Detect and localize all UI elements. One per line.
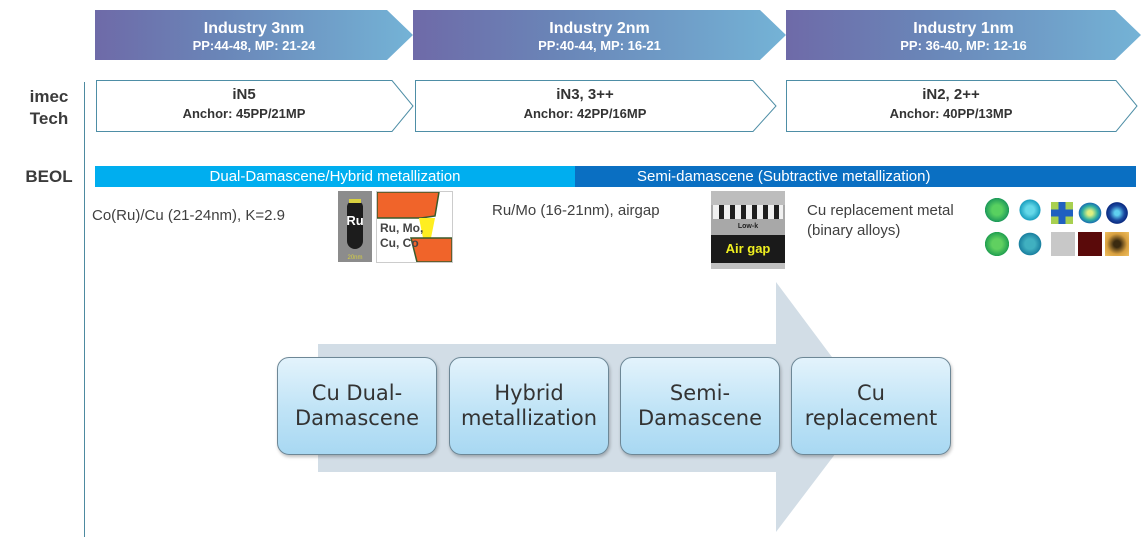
description-line: (binary alloys) — [807, 222, 901, 239]
via-cap — [349, 199, 361, 203]
airgap-region — [711, 235, 785, 263]
imec-node-title: iN3, 3++ — [556, 86, 614, 103]
imec-node-in3: iN3, 3++ Anchor: 42PP/16MP — [415, 80, 777, 132]
description-co-ru-cu: Co(Ru)/Cu (21-24nm), K=2.9 — [92, 206, 285, 226]
row-label-imec-tech: imec Tech — [18, 86, 80, 130]
stage-line: Damascene — [294, 406, 419, 430]
industry-node-pitch: PP:40-44, MP: 16-21 — [538, 38, 661, 53]
stage-line: Cu — [857, 381, 885, 405]
imec-node-in2: iN2, 2++ Anchor: 40PP/13MP — [786, 80, 1138, 132]
stage-semi-damascene: Semi- Damascene — [620, 357, 780, 455]
industry-node-pitch: PP:44-48, MP: 21-24 — [192, 38, 316, 53]
schematic-label-line: Cu, Co — [380, 236, 419, 250]
row-label-line: imec — [29, 87, 69, 106]
imec-node-anchor: Anchor: 42PP/16MP — [523, 106, 647, 121]
row-divider — [84, 82, 85, 537]
stage-line: Hybrid — [494, 381, 564, 405]
stage-cu-replacement: Cu replacement — [791, 357, 951, 455]
industry-node-title: Industry 3nm — [203, 20, 305, 37]
low-k-label: Low-k — [737, 223, 759, 230]
stage-line: metallization — [460, 406, 598, 430]
airgap-tem-image: Low-k Air gap — [711, 191, 785, 269]
industry-node-title: Industry 2nm — [549, 20, 650, 37]
description-ru-mo: Ru/Mo (16-21nm), airgap — [492, 201, 660, 221]
stage-line: Cu Dual- — [311, 381, 403, 405]
imec-node-anchor: Anchor: 45PP/21MP — [182, 106, 306, 121]
crystal-icon — [1018, 232, 1042, 256]
stage-line: Semi- — [669, 381, 731, 405]
schematic-label: Ru, Mo, Cu, Co — [380, 221, 423, 251]
imec-node-title: iN5 — [232, 86, 256, 103]
stage-line: Damascene — [637, 406, 762, 430]
description-line: Co(Ru)/Cu (21-24nm), K=2.9 — [92, 207, 285, 224]
crystal-icon — [985, 198, 1009, 222]
imec-node-in5: iN5 Anchor: 45PP/21MP — [96, 80, 414, 132]
chevron-outline — [96, 80, 414, 132]
chevron-outline — [786, 80, 1138, 132]
description-line: Ru/Mo (16-21nm), airgap — [492, 202, 660, 219]
chevron-outline — [415, 80, 777, 132]
ru-via-image: Ru 20nm — [338, 191, 372, 262]
ptcoo2-image — [1105, 232, 1129, 256]
beol-bar-dual-damascene: Dual-Damascene/Hybrid metallization — [95, 166, 575, 187]
row-label-beol: BEOL — [25, 167, 73, 186]
industry-node-pitch: PP: 36-40, MP: 12-16 — [900, 38, 1027, 53]
via-shape — [347, 201, 363, 249]
beol-bar-semi-damascene: Semi-damascene (Subtractive metallizatio… — [575, 166, 1136, 187]
stage-hybrid-metallization: Hybrid metallization — [449, 357, 609, 455]
airgap-label: Air gap — [725, 241, 771, 256]
industry-node-1nm: Industry 1nm PP: 36-40, MP: 12-16 — [786, 10, 1141, 60]
imec-node-title: iN2, 2++ — [922, 86, 980, 103]
schematic-label-line: Ru, Mo, — [380, 221, 424, 235]
tem-top — [711, 191, 785, 205]
crystal-icon — [985, 232, 1009, 256]
industry-node-title: Industry 1nm — [913, 20, 1014, 37]
description-cu-replacement: Cu replacement metal (binary alloys) — [807, 201, 954, 241]
stage-line: replacement — [804, 406, 938, 430]
hybrid-schematic-image: Ru, Mo, Cu, Co — [376, 191, 453, 263]
metal-lines — [713, 205, 783, 219]
twisted-image — [1078, 232, 1102, 256]
crystal-icon — [1051, 202, 1073, 224]
crystal-icon — [1018, 198, 1042, 222]
alloy-structures-image — [983, 194, 1130, 260]
row-label-line: Tech — [29, 109, 69, 128]
tem-bottom — [711, 263, 785, 269]
ru-label: Ru — [346, 213, 364, 228]
crystal-icon — [1078, 202, 1102, 224]
industry-node-2nm: Industry 2nm PP:40-44, MP: 16-21 — [413, 10, 786, 60]
stage-cu-dual-damascene: Cu Dual- Damascene — [277, 357, 437, 455]
gnr-image — [1051, 232, 1075, 256]
industry-node-3nm: Industry 3nm PP:44-48, MP: 21-24 — [95, 10, 413, 60]
scale-caption: 20nm — [347, 255, 363, 261]
crystal-icon — [1105, 202, 1129, 224]
description-line: Cu replacement metal — [807, 202, 954, 219]
schematic-shapes — [377, 192, 452, 262]
imec-node-anchor: Anchor: 40PP/13MP — [889, 106, 1013, 121]
